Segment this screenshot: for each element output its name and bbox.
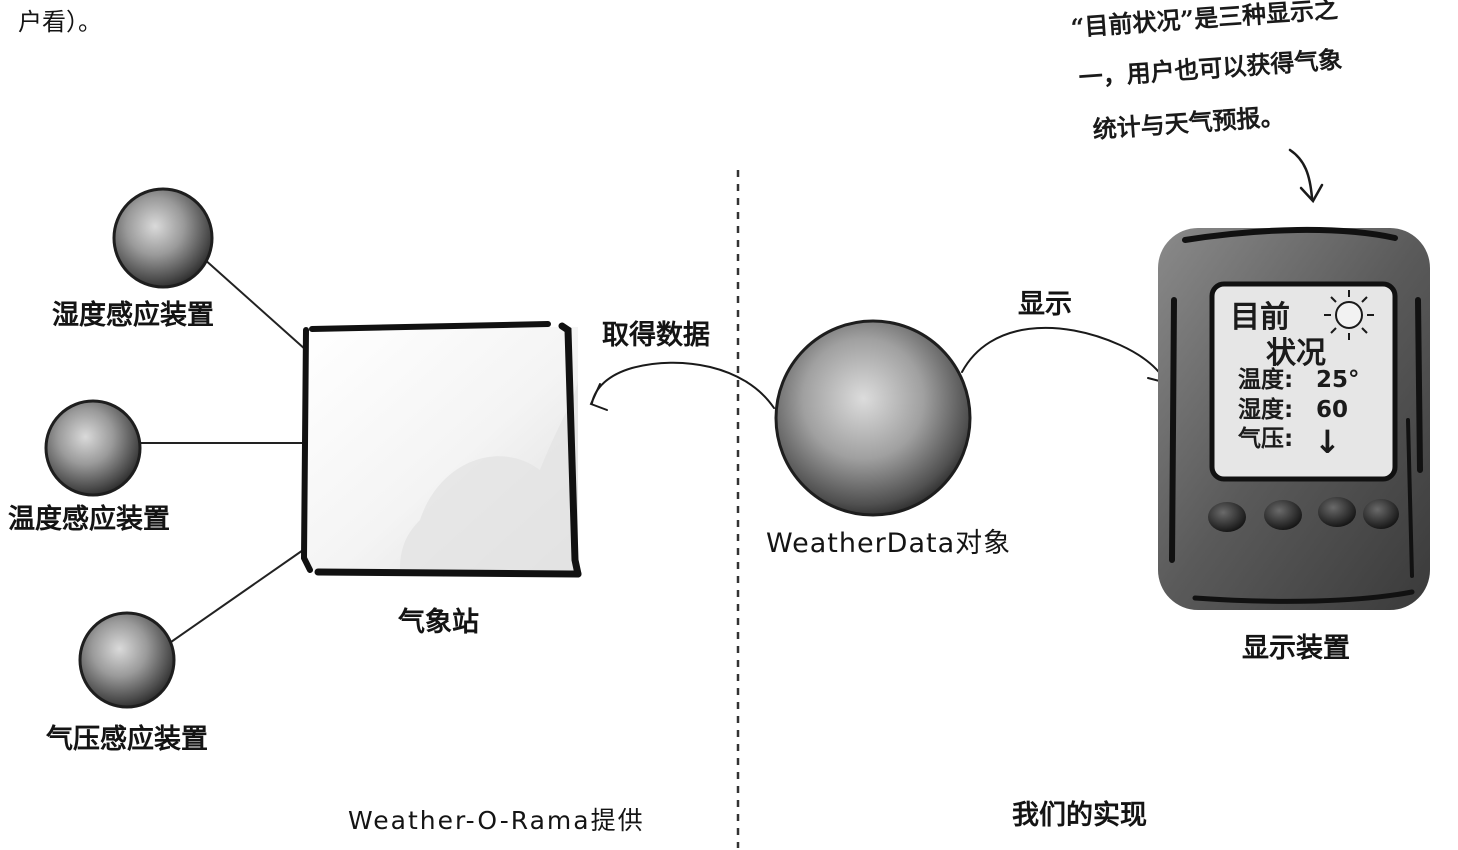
screen-pressure-label: 气压: [1238,426,1294,452]
annotation-pointer [1288,148,1324,204]
device-button-4 [1363,499,1399,529]
screen-temp-label: 温度: [1238,367,1294,393]
weather-station-box [300,321,582,578]
sun-icon [1324,290,1374,340]
display-arrow [961,326,1169,385]
display-arrow-label: 显示 [1018,289,1072,320]
device-button-2 [1264,500,1302,530]
humidity-sensor-label: 湿度感应装置 [52,300,214,331]
left-section-caption: Weather-O-Rama提供 [348,806,645,835]
screen-title-line-2: 状况 [1266,336,1326,371]
right-section-caption: 我们的实现 [1012,800,1147,831]
pressure-sensor-label: 气压感应装置 [46,724,208,755]
page-top-text: 户看）。 [18,8,102,36]
weather-station-label: 气象站 [398,607,479,638]
temperature-sensor [44,399,142,497]
humidity-sensor [112,187,214,289]
pull-data-label: 取得数据 [602,320,710,351]
device-button-1 [1208,502,1246,532]
screen-title-line-1: 目前 [1230,300,1290,335]
pull-data-arrow [589,361,775,411]
weatherdata-object [774,319,972,517]
device-button-3 [1318,497,1356,527]
screen-pressure-arrow-icon: ↓ [1314,423,1341,461]
weatherdata-label: WeatherData对象 [766,528,1012,559]
screen-temp-value: 25° [1316,367,1360,393]
pressure-sensor-wire [170,547,307,643]
screen-humidity-label: 湿度: [1238,397,1294,423]
pressure-sensor [78,611,176,709]
display-device [1158,226,1430,610]
display-device-label: 显示装置 [1242,633,1350,664]
temperature-sensor-label: 温度感应装置 [8,504,170,535]
humidity-sensor-wire [202,257,307,351]
screen-humidity-value: 60 [1316,397,1349,423]
device-screen [1209,281,1398,482]
